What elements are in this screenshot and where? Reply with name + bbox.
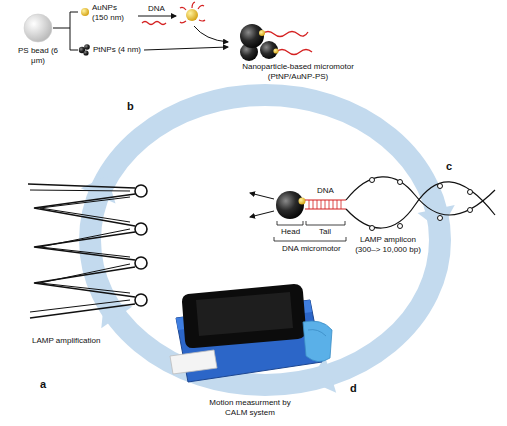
part-label: Head [281, 227, 300, 237]
cycle-arrow [81, 95, 460, 399]
motion-arrows [250, 193, 274, 217]
part-label: PS bead (6 μm) [16, 46, 60, 65]
dna-gold-conjugate [180, 2, 205, 23]
brackets [274, 221, 346, 241]
step-label: DNA [148, 4, 165, 14]
part-label: PtNPs (4 nm) [93, 45, 141, 55]
part-label: Nanoparticle-based micromotor (PtNP/AuNP… [228, 62, 368, 81]
panel-letter: b [127, 100, 134, 112]
gold-nanoparticle [81, 8, 89, 16]
part-label: AuNPs (150 nm) [92, 3, 132, 22]
bracket [53, 12, 78, 50]
ps-bead [24, 14, 52, 42]
dna-step-arrow [138, 16, 176, 25]
assembly-arrow [144, 26, 228, 50]
part-label: Tail [319, 227, 331, 237]
caption-label: Motion measurment by CALM system [200, 398, 300, 417]
calm-device [170, 284, 332, 382]
lamp-structure [28, 184, 147, 318]
micromotor [240, 24, 312, 61]
step-label: LAMP amplification [32, 336, 100, 346]
micromotor-head [276, 191, 306, 219]
dna-ladder [305, 200, 346, 209]
panel-letter: c [446, 160, 452, 172]
panel-letter: a [40, 378, 46, 390]
platinum-nanoparticles [79, 44, 90, 55]
lamp-amplicon-strands [346, 177, 495, 231]
panel-letter: d [350, 382, 357, 394]
part-label: DNA micromotor [282, 244, 341, 254]
part-label: LAMP amplicon (300–> 10,000 bp) [350, 235, 426, 254]
part-label: DNA [317, 186, 334, 196]
